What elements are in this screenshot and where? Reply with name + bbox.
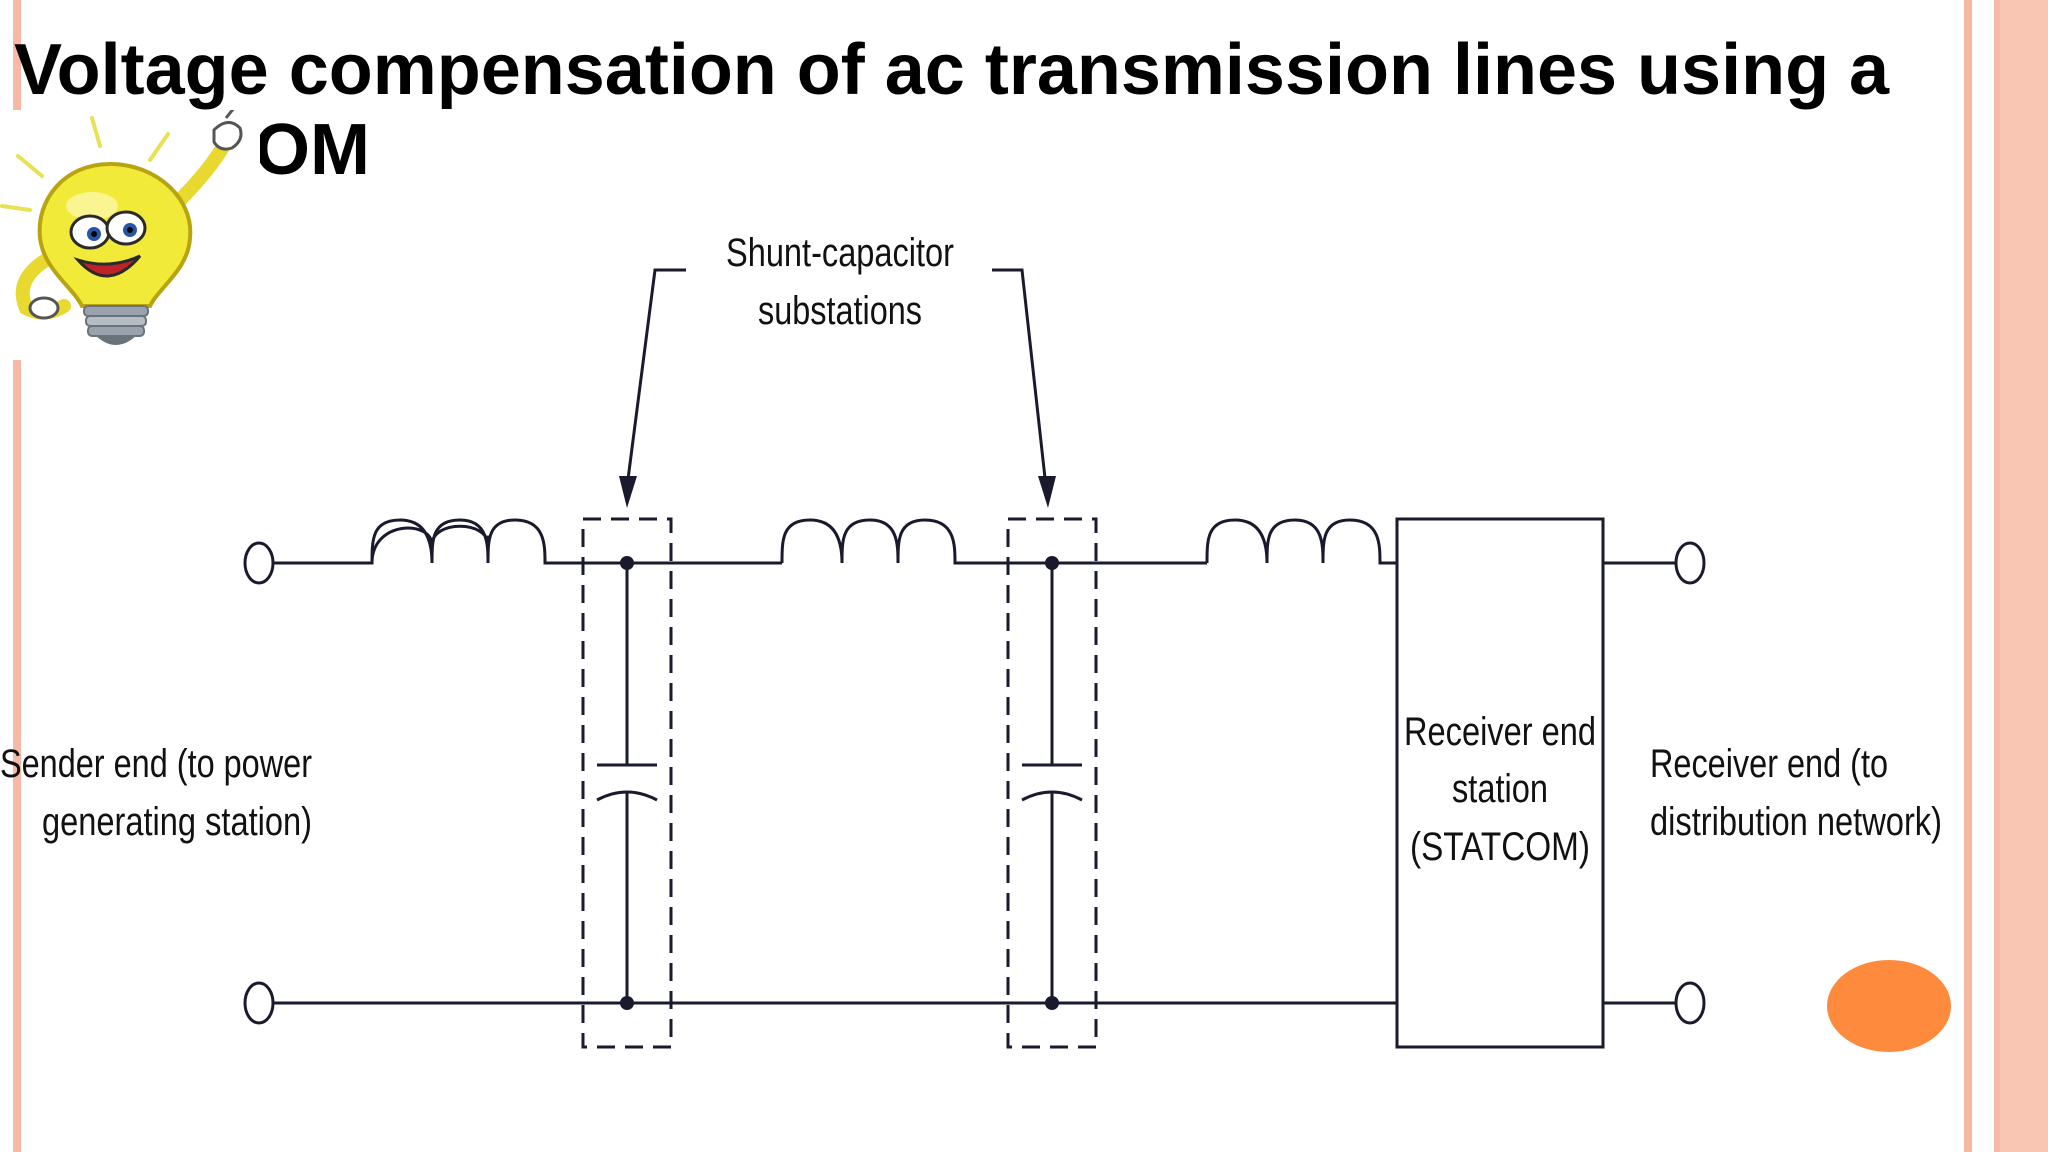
callout-label-line-2: substations (758, 289, 922, 333)
left-border-accent (13, 0, 21, 1152)
station-label-line-2: station (1452, 767, 1548, 811)
lightbulb-mascot-icon (0, 110, 260, 360)
station-label-line-1: Receiver end (1404, 710, 1596, 754)
sender-label-line-1: Sender end (to power (0, 742, 312, 786)
junction-dot (620, 996, 634, 1010)
title-line-1: Voltage compensation of ac transmission … (14, 30, 1890, 110)
callout-leader-right (992, 268, 1048, 488)
callout-leader-left (625, 268, 686, 488)
callout-label-line-1: Shunt-capacitor (726, 231, 954, 275)
decorative-orange-dot (1827, 960, 1951, 1052)
callout-arrow-right (1038, 476, 1056, 508)
substation-box-2 (1006, 517, 1098, 1049)
sender-label-line-2: generating station) (42, 800, 312, 844)
receiver-bottom-terminal (1674, 981, 1706, 1025)
junction-dot (1045, 556, 1059, 570)
substation-box-1 (581, 517, 673, 1049)
right-border-stripes (1964, 0, 2048, 1152)
sender-top-terminal (243, 541, 275, 585)
statcom-box (1395, 517, 1605, 1049)
title-line-2: OM (254, 110, 370, 190)
junction-dot (1045, 996, 1059, 1010)
receiver-label-line-2: distribution network) (1650, 800, 1942, 844)
receiver-label-line-1: Receiver end (to (1650, 742, 1888, 786)
junction-dot (620, 556, 634, 570)
sender-bottom-terminal (243, 981, 275, 1025)
top-line-inductors (273, 518, 1397, 565)
slide-title: Voltage compensation of ac transmission … (14, 30, 1974, 190)
receiver-top-terminal (1674, 541, 1706, 585)
station-label-line-3: (STATCOM) (1410, 825, 1590, 869)
callout-arrow-left (619, 476, 637, 508)
